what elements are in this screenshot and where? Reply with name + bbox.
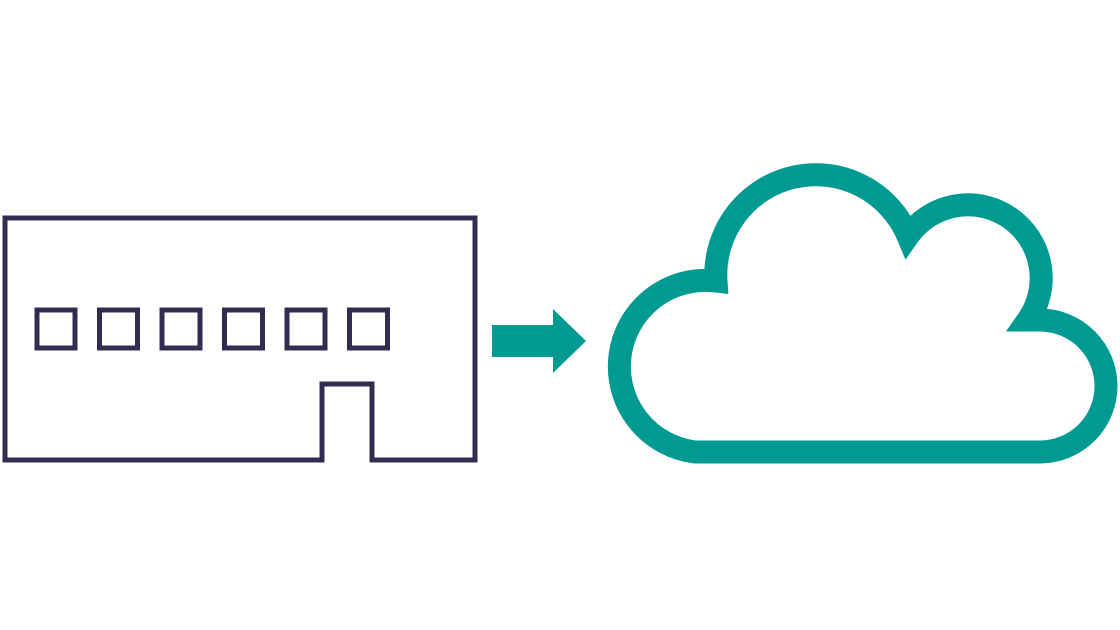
arrow-right-icon [492, 309, 586, 373]
building-icon [2, 215, 478, 463]
arrow-shape [492, 309, 586, 373]
cloud-outline [607, 163, 1118, 464]
building-window [222, 307, 265, 351]
building-window [284, 307, 328, 351]
building-window [34, 307, 78, 351]
building-window [347, 307, 390, 351]
cloud-icon [607, 163, 1118, 464]
building-window [159, 307, 203, 351]
building-window [97, 307, 140, 351]
building-outline [2, 215, 478, 463]
building-windows [34, 307, 390, 351]
